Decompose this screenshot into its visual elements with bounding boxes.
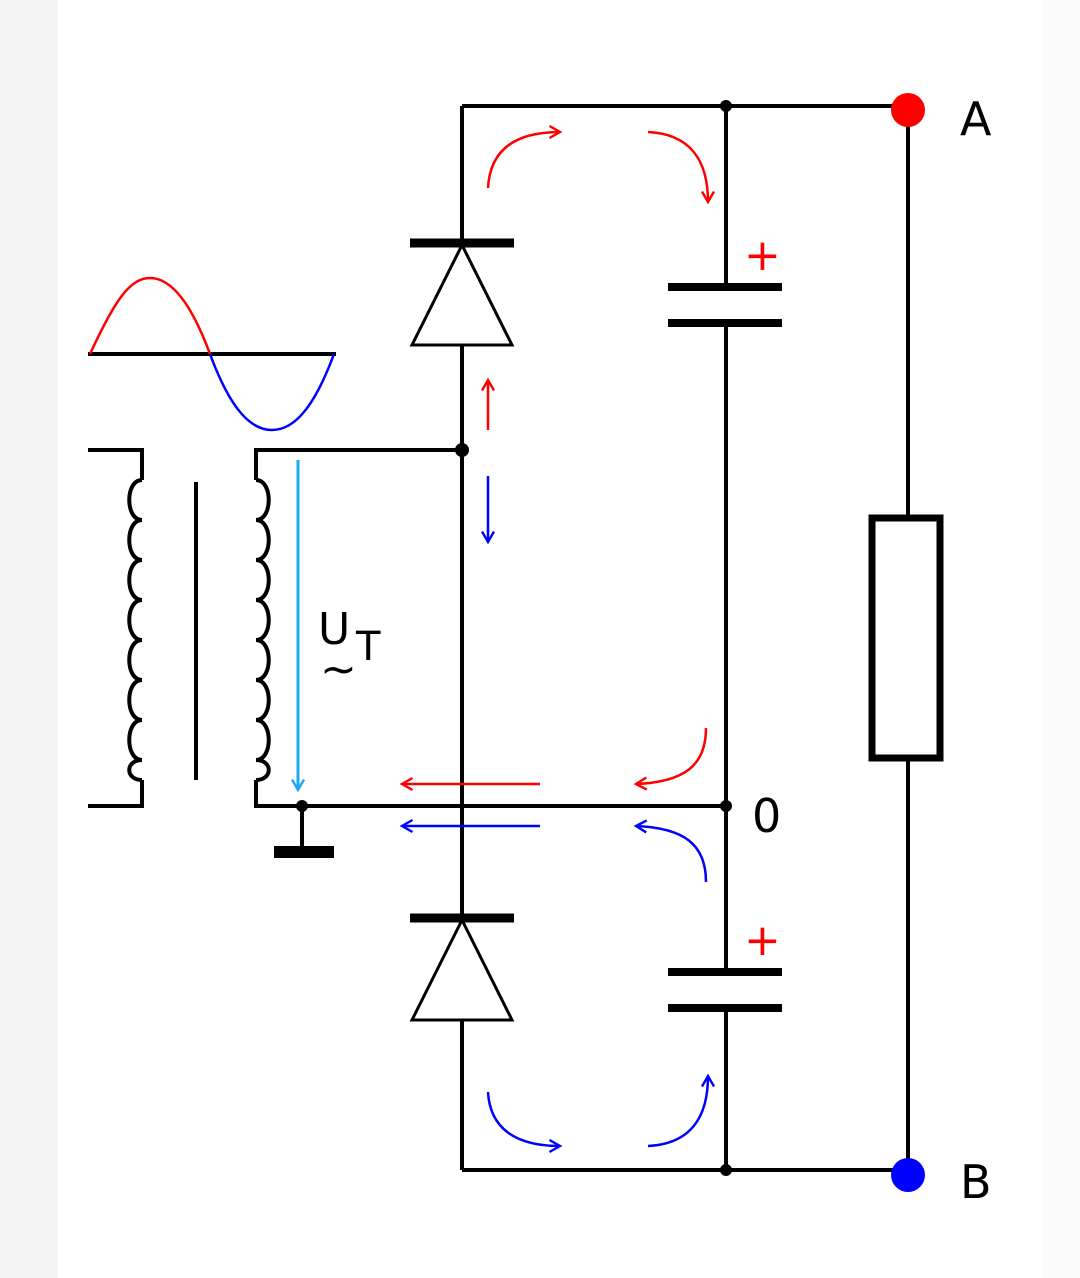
negative-half-wave <box>208 353 336 432</box>
arrow-red-top-right <box>647 130 716 205</box>
transformer <box>88 448 726 808</box>
junctions <box>296 100 732 1176</box>
terminal-a-dot <box>891 93 925 127</box>
ac-waveform <box>88 276 336 432</box>
left-margin <box>0 0 58 1278</box>
arrow-blue-bottom-left <box>486 1091 563 1154</box>
arrow-red-curve-mid <box>633 727 708 791</box>
negative-current-arrows <box>399 476 716 1154</box>
cap-top-plus: + <box>744 230 781 281</box>
ground-wire <box>254 780 726 808</box>
cap-bottom-plus: + <box>744 915 781 966</box>
ac-symbol: ~ <box>320 644 357 695</box>
arrow-blue-bottom-right <box>647 1073 716 1148</box>
transformer-voltage-label: U <box>318 604 350 655</box>
secondary-winding <box>255 478 271 782</box>
diode-top <box>409 238 515 347</box>
right-margin <box>1042 0 1080 1278</box>
load-resistor <box>868 514 944 762</box>
primary-lead-top <box>88 448 144 480</box>
capacitor-top <box>668 283 782 327</box>
midpoint-label: 0 <box>752 789 781 843</box>
secondary-lead-top <box>254 448 462 480</box>
transformer-voltage-subscript: T <box>355 624 381 670</box>
primary-lead-bottom <box>88 780 144 808</box>
terminal-b-label: B <box>960 1155 992 1209</box>
capacitor-bottom <box>668 968 782 1012</box>
ground-symbol <box>274 806 334 858</box>
arrow-blue-curve-mid <box>633 819 708 883</box>
terminal-b-dot <box>891 1158 925 1192</box>
arrow-red-top-left <box>486 124 563 189</box>
diode-bottom <box>409 913 515 1022</box>
main-wiring <box>460 104 910 1172</box>
primary-winding <box>127 478 143 782</box>
terminal-a-label: A <box>960 92 992 146</box>
positive-half-wave <box>88 276 212 355</box>
positive-current-arrows <box>399 124 716 792</box>
